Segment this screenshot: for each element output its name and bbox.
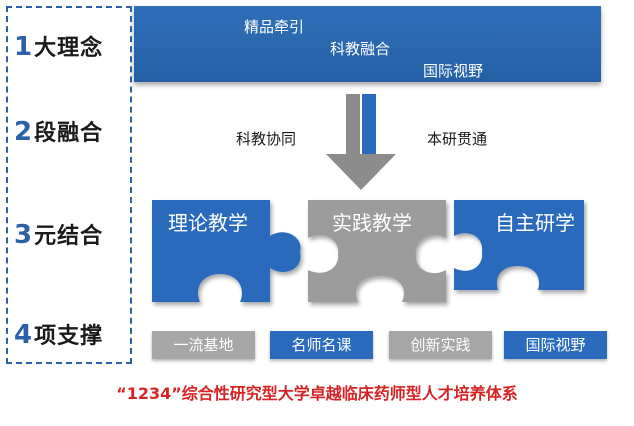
support-box-4: 国际视野 [504, 331, 607, 359]
row-text: 项支撑 [34, 324, 104, 349]
integration-label-left: 科教协同 [236, 130, 297, 148]
left-framework-column [6, 6, 132, 364]
support-box-1: 一流基地 [152, 331, 255, 359]
row-number: 2 [14, 117, 34, 147]
row-text: 元结合 [34, 224, 104, 249]
row-number: 1 [14, 32, 34, 62]
footer-title: “1234”综合性研究型大学卓越临床药师型人才培养体系 [116, 384, 518, 403]
banner-line-1: 精品牵引 [244, 18, 305, 36]
puzzle-piece-right [454, 200, 584, 290]
integration-label-right: 本研贯通 [427, 130, 488, 148]
puzzle-label-left: 理论教学 [168, 211, 248, 235]
row-number: 4 [14, 320, 34, 350]
support-box-2: 名师名课 [270, 331, 373, 359]
row-label-3: 3元结合 [14, 218, 103, 250]
row-label-4: 4项支撑 [14, 318, 103, 350]
row-label-1: 1大理念 [14, 30, 103, 62]
puzzle-label-center: 实践教学 [332, 211, 412, 235]
puzzle-piece-center [308, 200, 446, 302]
puzzle-label-right: 自主研学 [495, 211, 575, 235]
row-text: 段融合 [34, 121, 104, 146]
banner-line-3: 国际视野 [423, 62, 484, 80]
puzzle-piece-left [152, 200, 301, 302]
support-box-3: 创新实践 [389, 331, 492, 359]
merge-arrow-icon [326, 94, 396, 190]
banner-line-2: 科教融合 [330, 40, 391, 58]
row-label-2: 2段融合 [14, 115, 103, 147]
concept-banner: 精品牵引 科教融合 国际视野 [134, 6, 601, 82]
row-number: 3 [14, 220, 34, 250]
row-text: 大理念 [34, 36, 104, 61]
puzzle-pieces [152, 200, 584, 302]
